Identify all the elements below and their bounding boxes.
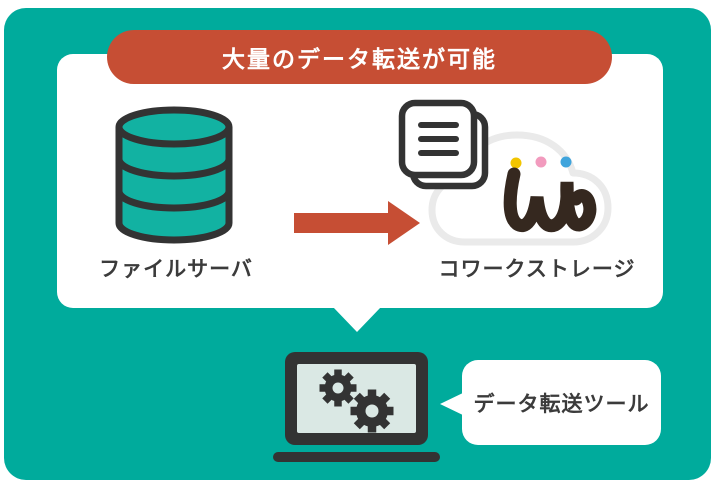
gear-small-icon bbox=[319, 369, 357, 407]
source-label: ファイルサーバ bbox=[99, 258, 253, 281]
banner-label: 大量のデータ転送が可能 bbox=[222, 46, 497, 72]
tool-speech-bubble: データ転送ツール bbox=[462, 360, 661, 445]
brand-w-logo bbox=[503, 167, 597, 233]
dot-pink-icon bbox=[535, 156, 547, 168]
banner-pill: 大量のデータ転送が可能 bbox=[107, 30, 612, 84]
tool-label: データ転送ツール bbox=[473, 392, 650, 416]
document-stack-icon bbox=[398, 99, 489, 190]
destination-label: コワークストレージ bbox=[438, 258, 636, 281]
gear-large-icon bbox=[350, 389, 394, 433]
dot-blue-icon bbox=[560, 156, 572, 168]
document-lines-icon bbox=[418, 122, 459, 156]
database-icon bbox=[115, 106, 233, 244]
arrow-right-icon bbox=[294, 201, 420, 245]
panel-tail-down-icon bbox=[333, 307, 381, 332]
dot-yellow-icon bbox=[510, 157, 522, 169]
laptop-gears-icon bbox=[273, 352, 440, 462]
